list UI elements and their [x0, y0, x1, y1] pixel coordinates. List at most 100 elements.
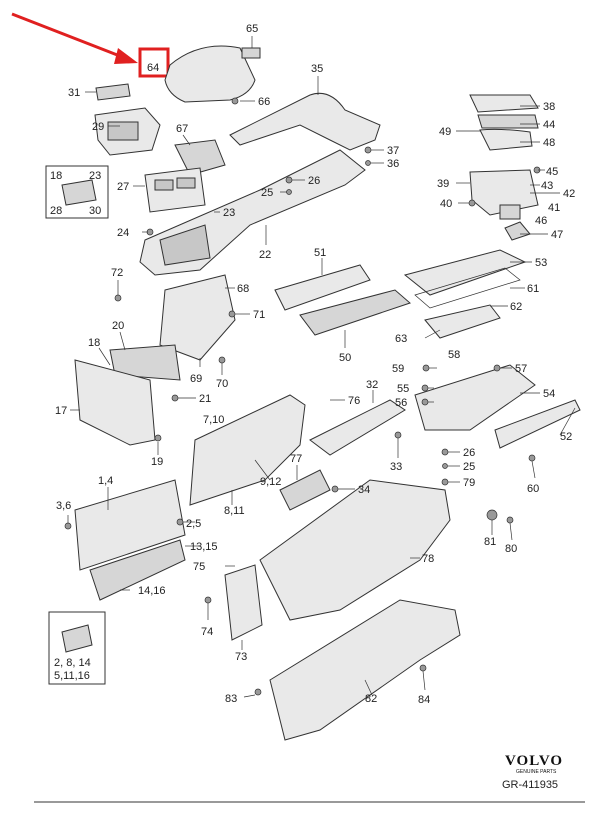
part-81-washer[interactable] — [486, 509, 498, 521]
part-60-screw[interactable] — [528, 454, 536, 462]
label-9-12[interactable]: 9,12 — [260, 476, 281, 488]
part-36-screw[interactable] — [365, 160, 371, 166]
label-27[interactable]: 27 — [117, 181, 129, 193]
label-25b[interactable]: 25 — [463, 461, 475, 473]
part-13-15-trim[interactable] — [89, 539, 186, 601]
label-22[interactable]: 22 — [259, 249, 271, 261]
part-70-screw[interactable] — [218, 356, 226, 364]
part-79-screw[interactable] — [441, 478, 449, 486]
part-80-screw[interactable] — [506, 516, 514, 524]
label-82[interactable]: 82 — [365, 693, 377, 705]
label-42[interactable]: 42 — [563, 188, 575, 200]
label-49[interactable]: 49 — [439, 126, 451, 138]
part-26b-screw[interactable] — [441, 448, 449, 456]
part-38-cover[interactable] — [469, 94, 539, 113]
label-17[interactable]: 17 — [55, 405, 67, 417]
label-62[interactable]: 62 — [510, 301, 522, 313]
part-1-4-lower-panel[interactable] — [74, 479, 186, 571]
part-74-screw[interactable] — [204, 596, 212, 604]
label-39[interactable]: 39 — [437, 178, 449, 190]
part-46-clip[interactable] — [499, 204, 521, 220]
label-43[interactable]: 43 — [541, 180, 553, 192]
part-47-cap[interactable] — [504, 221, 531, 241]
label-52[interactable]: 52 — [560, 431, 572, 443]
label-13-15[interactable]: 13,15 — [190, 541, 218, 553]
part-44-cover-frame[interactable] — [477, 114, 539, 129]
label-36[interactable]: 36 — [387, 158, 399, 170]
label-7-10[interactable]: 7,10 — [203, 414, 224, 426]
part-82-lower-frame[interactable] — [269, 599, 461, 741]
part-72-screw[interactable] — [114, 294, 122, 302]
highlight-box[interactable] — [138, 47, 170, 78]
label-41[interactable]: 41 — [548, 202, 560, 214]
part-25b-screw[interactable] — [442, 463, 448, 469]
label-31[interactable]: 31 — [68, 87, 80, 99]
part-35-side-trim[interactable] — [229, 92, 381, 151]
part-84-screw[interactable] — [419, 664, 427, 672]
label-60[interactable]: 60 — [527, 483, 539, 495]
part-27-vent-frame[interactable] — [144, 167, 206, 213]
label-74[interactable]: 74 — [201, 626, 213, 638]
label-32[interactable]: 32 — [366, 379, 378, 391]
part-51-lid-liner[interactable] — [274, 264, 371, 311]
label-65[interactable]: 65 — [246, 23, 258, 35]
label-63[interactable]: 63 — [395, 333, 407, 345]
part-36b-screw[interactable] — [64, 522, 72, 530]
label-2-5[interactable]: 2,5 — [186, 518, 201, 530]
label-38[interactable]: 38 — [543, 101, 555, 113]
label-73[interactable]: 73 — [235, 651, 247, 663]
part-25c-screw[interactable] — [176, 518, 184, 526]
part-57-screw[interactable] — [493, 364, 501, 372]
label-28[interactable]: 28 — [50, 205, 62, 217]
label-55[interactable]: 55 — [397, 383, 409, 395]
part-78-main-frame[interactable] — [259, 479, 451, 621]
part-55-screw[interactable] — [421, 384, 429, 392]
part-52-side-trim[interactable] — [494, 399, 581, 449]
label-77[interactable]: 77 — [290, 453, 302, 465]
part-77-cover[interactable] — [279, 469, 331, 511]
label-20[interactable]: 20 — [112, 320, 124, 332]
label-34[interactable]: 34 — [358, 484, 370, 496]
label-72[interactable]: 72 — [111, 267, 123, 279]
part-65-hinge[interactable] — [241, 47, 261, 59]
part-28-clip[interactable] — [61, 179, 97, 206]
label-79[interactable]: 79 — [463, 477, 475, 489]
part-19-screw[interactable] — [154, 434, 162, 442]
part-53-bezel[interactable] — [403, 249, 527, 296]
part-64-armrest-lid[interactable] — [164, 45, 256, 103]
label-24[interactable]: 24 — [117, 227, 129, 239]
label-1-4[interactable]: 1,4 — [98, 475, 113, 487]
label-83[interactable]: 83 — [225, 693, 237, 705]
label-56[interactable]: 56 — [395, 397, 407, 409]
label-51[interactable]: 51 — [314, 247, 326, 259]
part-21-screw[interactable] — [171, 394, 179, 402]
label-84[interactable]: 84 — [418, 694, 430, 706]
part-59-screw[interactable] — [422, 364, 430, 372]
label-50[interactable]: 50 — [339, 352, 351, 364]
label-26a[interactable]: 26 — [308, 175, 320, 187]
label-59[interactable]: 59 — [392, 363, 404, 375]
part-50-mat[interactable] — [299, 289, 411, 336]
part-25-screw[interactable] — [286, 189, 292, 195]
part-73-bracket[interactable] — [224, 564, 263, 641]
label-61[interactable]: 61 — [527, 283, 539, 295]
label-75[interactable]: 75 — [193, 561, 205, 573]
label-35[interactable]: 35 — [311, 63, 323, 75]
part-83-screw[interactable] — [254, 688, 262, 696]
label-44[interactable]: 44 — [543, 119, 555, 131]
part-56-screw[interactable] — [421, 398, 429, 406]
part-54-lower-tray[interactable] — [414, 364, 536, 431]
label-23a[interactable]: 23 — [89, 170, 101, 182]
label-57[interactable]: 57 — [515, 363, 527, 375]
label-23b[interactable]: 23 — [223, 207, 235, 219]
label-47[interactable]: 47 — [551, 229, 563, 241]
part-20-trim[interactable] — [109, 344, 181, 381]
label-19[interactable]: 19 — [151, 456, 163, 468]
label-46[interactable]: 46 — [535, 215, 547, 227]
label-69[interactable]: 69 — [190, 373, 202, 385]
part-71-screw[interactable] — [228, 310, 236, 318]
label-70[interactable]: 70 — [216, 378, 228, 390]
label-80[interactable]: 80 — [505, 543, 517, 555]
part-31-insert[interactable] — [95, 83, 131, 101]
label-18a[interactable]: 18 — [50, 170, 62, 182]
